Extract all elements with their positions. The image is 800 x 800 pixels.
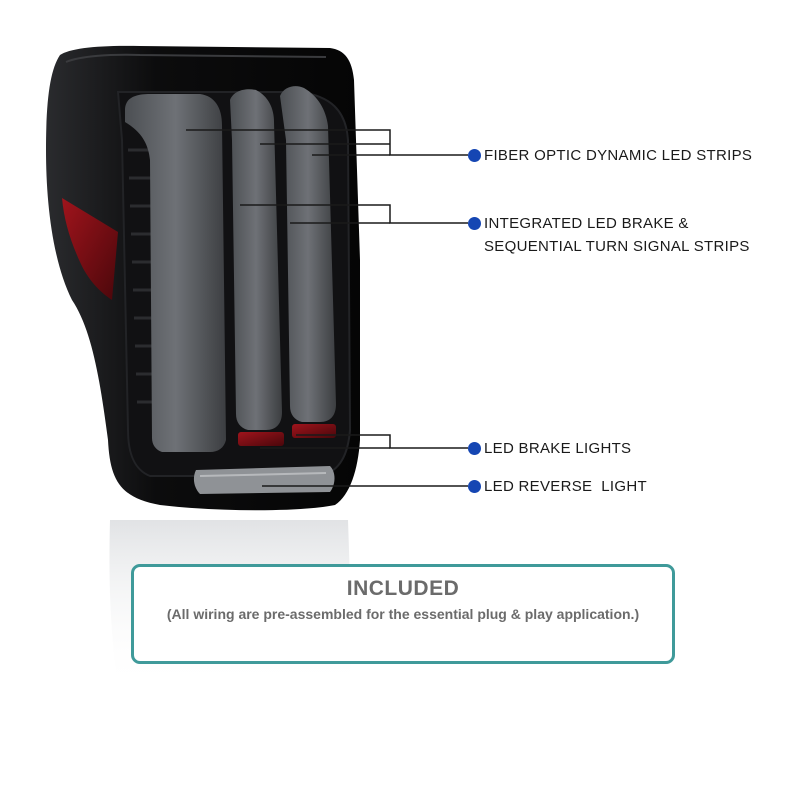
- included-title: INCLUDED: [346, 577, 460, 600]
- callout-reverse-light: LED REVERSE LIGHT: [468, 475, 647, 498]
- callout-text: SEQUENTIAL TURN SIGNAL STRIPS: [484, 238, 750, 255]
- bullet-dot-icon: [468, 217, 481, 230]
- callout-brake-turn-strips: INTEGRATED LED BRAKE & SEQUENTIAL TURN S…: [468, 212, 750, 258]
- led-strip-1: [125, 94, 226, 452]
- led-strip-3: [280, 86, 336, 422]
- bullet-dot-icon: [468, 149, 481, 162]
- led-strip-2: [230, 89, 282, 430]
- callout-brake-lights: LED BRAKE LIGHTS: [468, 437, 631, 460]
- bullet-dot-icon: [468, 442, 481, 455]
- fiber-optic-strips: [125, 86, 336, 452]
- bullet-dot-icon: [468, 480, 481, 493]
- callout-fiber-optic-strips: FIBER OPTIC DYNAMIC LED STRIPS: [468, 144, 752, 167]
- callout-text: LED REVERSE LIGHT: [484, 478, 647, 495]
- callout-text: LED BRAKE LIGHTS: [484, 440, 632, 457]
- included-box: INCLUDED (All wiring are pre-assembled f…: [131, 564, 675, 664]
- callout-leader-lines: [186, 129, 468, 487]
- callout-text: FIBER OPTIC DYNAMIC LED STRIPS: [484, 147, 753, 164]
- included-note: (All wiring are pre-assembled for the es…: [166, 606, 640, 622]
- callout-text: INTEGRATED LED BRAKE &: [484, 215, 689, 232]
- led-reverse-light: [193, 466, 335, 494]
- red-side-lens: [62, 198, 118, 300]
